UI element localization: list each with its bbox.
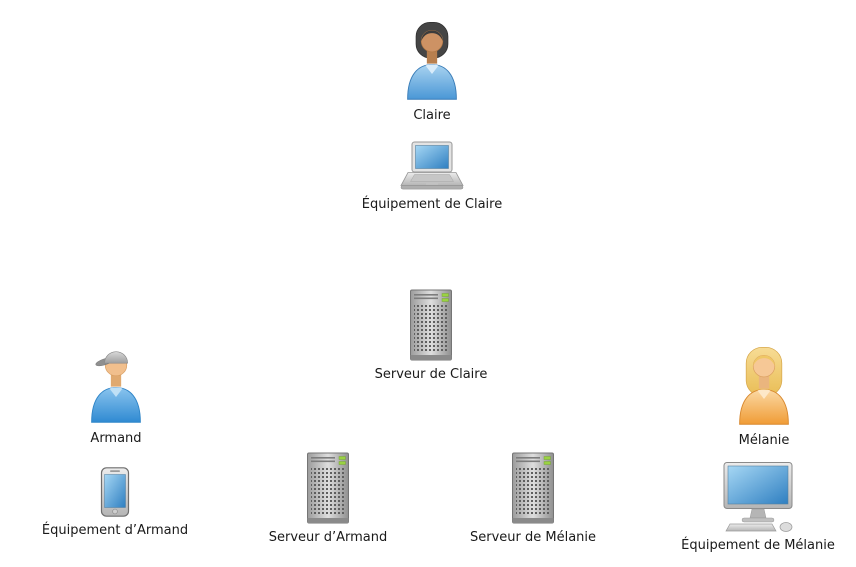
node-claire: Claire <box>372 14 492 123</box>
node-label: Serveur de Claire <box>374 367 488 382</box>
node-label: Équipement de Claire <box>361 197 503 212</box>
node-equipement-armand: Équipement d’Armand <box>15 467 215 538</box>
node-serveur-melanie: Serveur de Mélanie <box>449 452 617 545</box>
node-label: Équipement de Mélanie <box>681 538 835 553</box>
person-man-cap-icon <box>86 337 146 425</box>
person-woman-blonde-icon <box>734 339 794 427</box>
node-label: Claire <box>413 108 451 123</box>
laptop-icon <box>399 141 465 191</box>
server-icon <box>409 289 453 361</box>
node-armand: Armand <box>56 337 176 446</box>
server-icon <box>306 452 350 524</box>
node-label: Mélanie <box>738 433 790 448</box>
node-serveur-armand: Serveur d’Armand <box>248 452 408 545</box>
desktop-computer-icon <box>714 462 802 532</box>
node-label: Serveur de Mélanie <box>469 530 597 545</box>
node-label: Serveur d’Armand <box>268 530 388 545</box>
node-equipement-melanie: Équipement de Mélanie <box>664 462 852 553</box>
node-label: Armand <box>90 431 142 446</box>
server-icon <box>511 452 555 524</box>
smartphone-icon <box>97 467 133 517</box>
node-equipement-claire: Équipement de Claire <box>342 141 522 212</box>
node-label: Équipement d’Armand <box>41 523 189 538</box>
node-serveur-claire: Serveur de Claire <box>351 289 511 382</box>
person-woman-darkhair-icon <box>402 14 462 102</box>
node-melanie: Mélanie <box>704 339 824 448</box>
